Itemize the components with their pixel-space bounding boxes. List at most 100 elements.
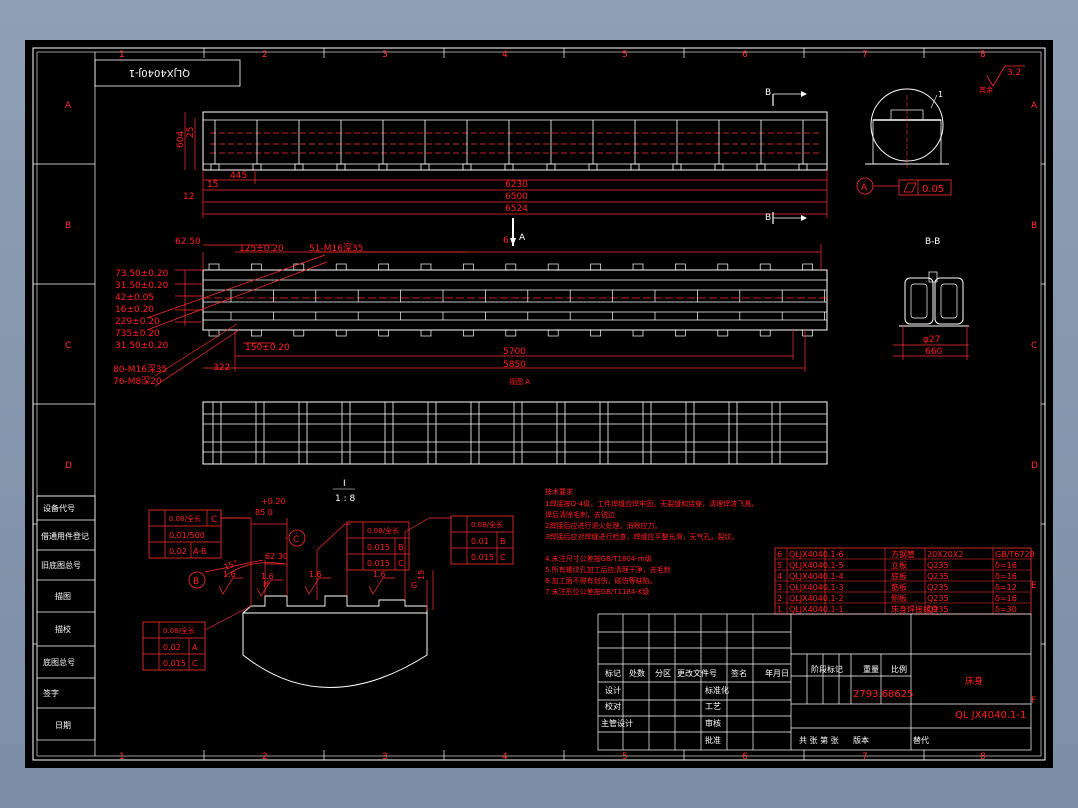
roughness-note: 其余 bbox=[979, 85, 993, 94]
foot-pad bbox=[294, 163, 304, 171]
foot-pad bbox=[756, 163, 766, 171]
tol-bl-r2: 0.015 bbox=[163, 659, 186, 668]
left-label-2: 旧底图总号 bbox=[41, 560, 81, 570]
foot-pad bbox=[588, 163, 598, 171]
dim-76: 76-M8深20 bbox=[113, 376, 162, 387]
rib-plate bbox=[685, 401, 695, 465]
left-panel bbox=[36, 52, 96, 756]
parts-cell: 筋板 bbox=[891, 582, 907, 592]
dim-42: 42±0.05 bbox=[115, 293, 154, 303]
section-markers: B B A bbox=[510, 88, 807, 246]
tol-c-r2: 0.02 bbox=[169, 547, 187, 556]
plan-view-dim-text: 62.50 125±0.20 51-M16深35 6 73.50±0.20 31… bbox=[113, 236, 530, 387]
row-letters: A B C D A B C D E F bbox=[65, 101, 1038, 706]
mount-tab bbox=[505, 263, 517, 271]
dim-3150a: 31.50±0.20 bbox=[115, 281, 169, 291]
mount-tab bbox=[759, 263, 771, 271]
detail-6230: 62 30 bbox=[265, 552, 288, 561]
row-c-right: C bbox=[1031, 341, 1037, 351]
tolerance-box-bc: 0.08/全长 0.015 B 0.015 C bbox=[346, 521, 410, 571]
rib-plate bbox=[384, 401, 394, 465]
col-7-bottom: 7 bbox=[862, 752, 868, 762]
mount-tab bbox=[463, 263, 474, 271]
rib-plate bbox=[513, 401, 523, 465]
top-number-box bbox=[94, 59, 241, 87]
parts-cell: δ=16 bbox=[995, 594, 1017, 603]
mount-tab bbox=[208, 329, 220, 337]
parts-cell: δ=12 bbox=[995, 583, 1017, 592]
tol-bc-r1: 0.015 bbox=[367, 543, 390, 552]
col-7: 7 bbox=[862, 50, 868, 60]
tolerance-box-c: 0.08/全长 C 0.01/500 0.02 A-B bbox=[148, 509, 251, 559]
mount-tab bbox=[208, 263, 220, 271]
tol-bl-head: 0.08/全长 bbox=[163, 626, 195, 635]
foot-pad bbox=[672, 163, 682, 171]
parts-cell: 2 bbox=[777, 594, 782, 603]
dim-5700: 5700 bbox=[503, 347, 526, 357]
foot-pad bbox=[504, 163, 514, 171]
tol-right-r2ref: C bbox=[500, 553, 506, 562]
mount-tab bbox=[547, 263, 559, 271]
foot-pad bbox=[252, 163, 262, 171]
col-1-bottom: 1 bbox=[119, 752, 125, 762]
tol-bl-r2ref: C bbox=[192, 659, 198, 668]
mount-tab bbox=[420, 263, 432, 271]
parts-cell: QLJX4040.1-1 bbox=[789, 605, 844, 614]
tol-bl-r1ref: A bbox=[192, 643, 198, 652]
dim-7350: 73.50±0.20 bbox=[115, 269, 169, 279]
parts-cell: 6 bbox=[777, 550, 782, 559]
mount-tab bbox=[590, 329, 601, 337]
tol-right-r2: 0.015 bbox=[471, 553, 494, 562]
mount-tab bbox=[335, 329, 347, 337]
dim-125: 125±0.20 bbox=[239, 244, 284, 254]
tb-stage: 阶段标记 bbox=[811, 664, 843, 674]
section-b-bottom: B bbox=[765, 213, 771, 223]
tech-line-4: 3焊接后应对焊缝进行检查，焊缝应平整光滑，无气孔，裂纹。 bbox=[545, 532, 738, 541]
parts-cell: 20X20X2 bbox=[927, 550, 963, 559]
mount-tab bbox=[632, 263, 644, 271]
dim-80: 80-M16深35 bbox=[113, 364, 167, 375]
left-panel-labels: 设备代号 借通用件登记 旧底图总号 描图 描校 底图总号 签字 日期 bbox=[41, 503, 89, 730]
rib-plate bbox=[728, 401, 738, 465]
row-a: A bbox=[65, 101, 72, 111]
tb-m3: 审核 bbox=[705, 718, 721, 728]
col-4: 4 bbox=[502, 50, 508, 60]
plan-view-dims bbox=[146, 244, 822, 387]
parts-cell: GB/T6728 bbox=[995, 550, 1035, 559]
mount-tab bbox=[547, 329, 559, 337]
parts-cell: 5 bbox=[777, 561, 782, 570]
col-8-bottom: 8 bbox=[980, 752, 986, 762]
detail-scale: 1 : 8 bbox=[335, 494, 355, 504]
mount-tab bbox=[802, 263, 813, 271]
col-1: 1 bbox=[119, 50, 125, 60]
mount-tab bbox=[675, 329, 686, 337]
tb-weight-label: 重量 bbox=[863, 664, 879, 674]
tb-replace: 替代 bbox=[913, 735, 929, 745]
end-view: 1 A 0.05 bbox=[856, 88, 952, 196]
dim-3150b: 31.50±0.20 bbox=[115, 341, 169, 351]
tb-scale-label: 比例 bbox=[891, 664, 907, 674]
roughness-symbol: 3.2 其余 bbox=[979, 65, 1025, 94]
col-5: 5 bbox=[622, 50, 628, 60]
tech-line-1: 1焊接按Q-4级，工件焊缝应焊牢固，无裂缝和烧穿，清理焊渣飞溅， bbox=[545, 499, 758, 508]
detail-850: 85 0 bbox=[255, 508, 273, 517]
left-panel-top: 设备代号 bbox=[43, 503, 75, 513]
parts-cell: QLJX4040.1-3 bbox=[789, 583, 844, 592]
col-2-bottom: 2 bbox=[262, 752, 268, 762]
section-bb-title: B-B bbox=[925, 237, 940, 247]
foot-pad bbox=[378, 163, 388, 171]
row-c: C bbox=[65, 341, 71, 351]
dim-229: 229±0.20 bbox=[115, 317, 160, 327]
mount-tab bbox=[590, 263, 601, 271]
dim-445: 445 bbox=[230, 171, 247, 181]
dim-6230: 6230 bbox=[505, 180, 528, 190]
left-label-6: 签字 bbox=[43, 688, 59, 698]
mount-tab bbox=[463, 329, 474, 337]
parts-cell: 立板 bbox=[891, 560, 907, 570]
tech-line-8: 6.加工面不得有划伤，碰伤等缺陷。 bbox=[545, 576, 657, 585]
row-b: B bbox=[65, 221, 71, 231]
tech-requirements: 技术要求 1焊接按Q-4级，工件焊缝应焊牢固，无裂缝和烧穿，清理焊渣飞溅， 焊后… bbox=[545, 487, 758, 596]
col-4-bottom: 4 bbox=[502, 752, 508, 762]
col-8: 8 bbox=[980, 50, 986, 60]
parts-cell: 4 bbox=[777, 572, 782, 581]
